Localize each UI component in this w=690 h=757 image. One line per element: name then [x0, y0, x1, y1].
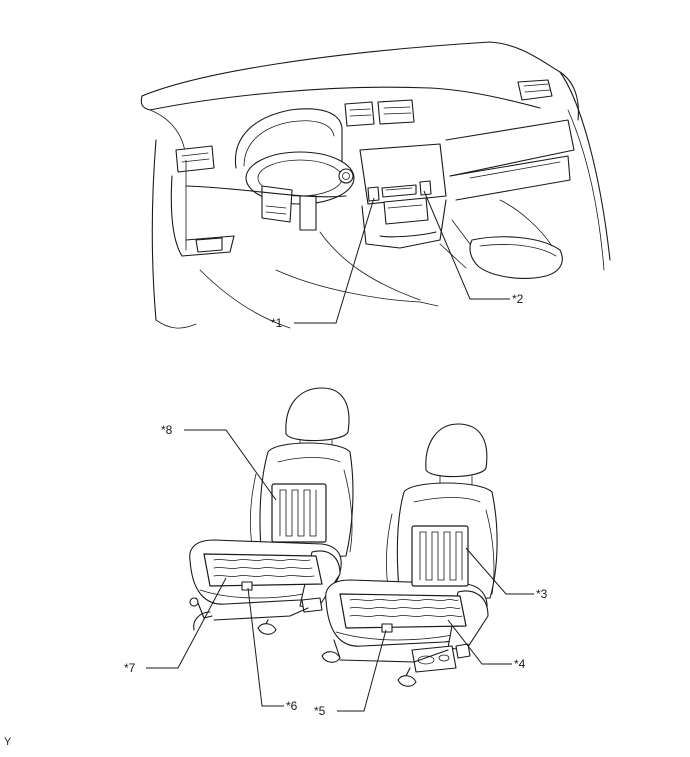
callout-labels: *1 *2 *3 *4 *5 *6 *7 *8 Y	[4, 292, 548, 748]
leader-line-2	[423, 190, 510, 300]
figure-code: Y	[4, 736, 12, 748]
callout-label-5: *5	[314, 704, 326, 718]
callout-label-2: *2	[512, 292, 524, 306]
seat-heater-connector	[241, 581, 253, 591]
seat-cushion-heater-element	[203, 553, 323, 587]
leader-lines	[146, 190, 534, 712]
callout-label-3: *3	[536, 587, 548, 601]
callout-label-6: *6	[286, 699, 298, 713]
leader-line-3	[465, 547, 534, 595]
leader-line-4	[447, 619, 512, 665]
leader-line-5	[337, 629, 387, 712]
callout-label-4: *4	[514, 657, 526, 671]
seat-heater-connector	[381, 623, 393, 633]
instrument-panel-illustration	[140, 41, 611, 329]
leader-line-6	[247, 587, 284, 707]
leader-line-8	[184, 429, 277, 501]
seatback-heater-element	[271, 483, 327, 543]
leader-line-1	[294, 197, 375, 324]
callout-label-7: *7	[124, 661, 136, 675]
passenger-seat-illustration	[321, 423, 498, 687]
callout-label-8: *8	[161, 423, 173, 437]
seat-cushion-heater-element	[339, 593, 467, 629]
callout-label-1: *1	[271, 316, 283, 330]
leader-line-7	[146, 577, 227, 669]
driver-seat-illustration	[189, 387, 354, 635]
